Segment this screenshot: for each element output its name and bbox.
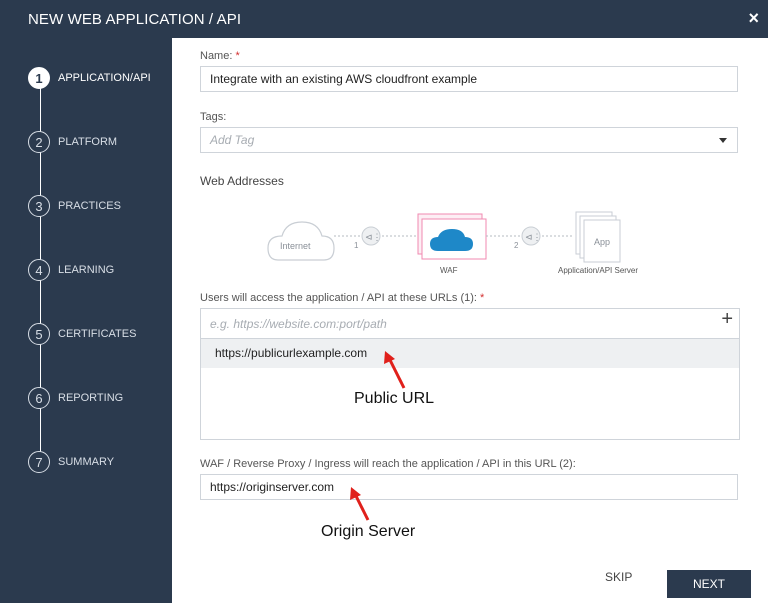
step-summary[interactable]: 7 SUMMARY	[28, 450, 114, 474]
required-mark: *	[480, 292, 485, 304]
tags-placeholder: Add Tag	[210, 133, 255, 147]
web-addresses-title: Web Addresses	[200, 174, 284, 188]
tags-dropdown[interactable]: Add Tag	[200, 127, 738, 153]
public-url-annotation: Public URL	[354, 390, 435, 407]
step-number: 3	[28, 195, 50, 217]
next-button[interactable]: NEXT	[667, 570, 751, 598]
step-label: CERTIFICATES	[58, 328, 137, 340]
tags-label: Tags:	[200, 111, 227, 123]
internet-cloud-icon: Internet	[267, 221, 335, 261]
urls-list-box: e.g. https://website.com:port/path + htt…	[200, 308, 740, 440]
name-label-text: Name:	[200, 50, 233, 62]
wizard-sidebar: 1 APPLICATION/API 2 PLATFORM 3 PRACTICES…	[0, 38, 172, 603]
step-number-1: 1	[354, 241, 359, 250]
chevron-down-icon[interactable]	[719, 138, 727, 143]
step-number: 4	[28, 259, 50, 281]
step-number: 1	[28, 67, 50, 89]
app-server-icon: App Application/API Server	[558, 211, 638, 275]
step-number: 6	[28, 387, 50, 409]
server-label: Application/API Server	[558, 266, 638, 275]
step-number: 2	[28, 131, 50, 153]
step-label: PLATFORM	[58, 136, 118, 148]
step-practices[interactable]: 3 PRACTICES	[28, 194, 121, 218]
dialog-title: NEW WEB APPLICATION / API	[28, 11, 242, 28]
network-node-glyph: ⊲⋮	[365, 232, 382, 242]
origin-server-annotation: Origin Server	[321, 523, 416, 540]
network-node-icon	[361, 226, 381, 246]
origin-label: WAF / Reverse Proxy / Ingress will reach…	[200, 458, 576, 470]
step-number: 7	[28, 451, 50, 473]
step-label: SUMMARY	[58, 456, 115, 468]
add-icon[interactable]: +	[721, 308, 733, 330]
wizard-main: Name: * Integrate with an existing AWS c…	[172, 38, 768, 603]
url-list-item[interactable]: https://publicurlexample.com	[201, 339, 739, 368]
step-learning[interactable]: 4 LEARNING	[28, 258, 114, 282]
network-diagram: Internet 1 ⊲⋮ WAF 2 ⊲⋮ App Application/A…	[267, 211, 638, 275]
waf-icon: WAF	[417, 213, 487, 275]
dialog-footer: SKIP NEXT	[172, 556, 768, 603]
divider	[201, 338, 739, 339]
internet-label: Internet	[280, 241, 311, 251]
urls-label-text: Users will access the application / API …	[200, 292, 477, 304]
skip-button[interactable]: SKIP	[605, 570, 633, 584]
step-label: LEARNING	[58, 264, 115, 276]
step-label: REPORTING	[58, 392, 124, 404]
name-label: Name: *	[200, 50, 240, 62]
required-mark: *	[235, 50, 240, 62]
waf-label: WAF	[440, 266, 458, 275]
step-application-api[interactable]: 1 APPLICATION/API	[28, 66, 151, 90]
step-number: 5	[28, 323, 50, 345]
step-reporting[interactable]: 6 REPORTING	[28, 386, 123, 410]
step-label: APPLICATION/API	[58, 72, 151, 84]
network-node-icon	[521, 226, 541, 246]
step-platform[interactable]: 2 PLATFORM	[28, 130, 117, 154]
name-input[interactable]: Integrate with an existing AWS cloudfron…	[200, 66, 738, 92]
dialog-titlebar: NEW WEB APPLICATION / API ×	[0, 0, 768, 38]
step-label: PRACTICES	[58, 200, 121, 212]
app-label: App	[594, 237, 610, 247]
close-icon[interactable]: ×	[748, 8, 759, 28]
step-certificates[interactable]: 5 CERTIFICATES	[28, 322, 136, 346]
url-input[interactable]: e.g. https://website.com:port/path	[210, 317, 387, 331]
network-node-glyph: ⊲⋮	[525, 232, 542, 242]
step-number-2: 2	[514, 241, 519, 250]
origin-input[interactable]: https://originserver.com	[200, 474, 738, 500]
urls-label: Users will access the application / API …	[200, 292, 484, 304]
